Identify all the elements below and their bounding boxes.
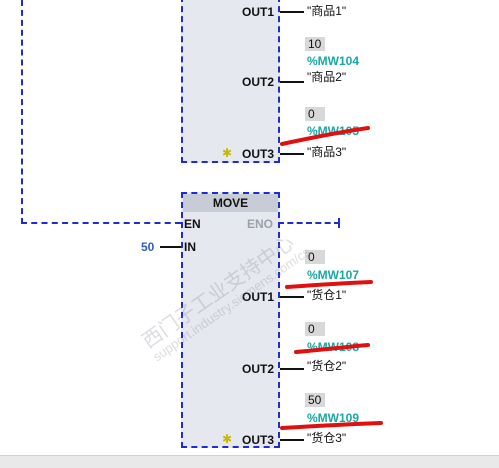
block1-out2-address[interactable]: %MW104 (307, 54, 360, 68)
left-rail-wire (21, 0, 23, 224)
block1-out2-stub (280, 81, 304, 83)
star-icon[interactable]: ✱ (222, 432, 233, 446)
block1-out3-pin: OUT3 (242, 147, 275, 161)
eno-output-wire (278, 222, 340, 224)
block2-out2-pin: OUT2 (242, 362, 275, 376)
block2-out3-address[interactable]: %MW109 (307, 411, 360, 425)
block2-eno-pin: ENO (247, 217, 274, 231)
block2-out1-pin: OUT1 (242, 290, 275, 304)
block1-out3-stub (280, 153, 304, 155)
block1-out1-stub (280, 11, 304, 13)
block2-out3-tag[interactable]: "货仓3" (307, 431, 347, 445)
block1-out1-pin: OUT1 (242, 5, 275, 19)
red-underline-mark (280, 126, 370, 146)
block2-out2-tag[interactable]: "货仓2" (307, 359, 347, 373)
block1-out2-pin: OUT2 (242, 75, 275, 89)
move-block-lower[interactable]: MOVE (181, 192, 280, 448)
en-input-wire (21, 222, 181, 224)
block2-out3-value: 50 (305, 393, 325, 407)
wire-end-marker (338, 218, 340, 228)
block2-in-pin: IN (184, 240, 196, 254)
move-block-title: MOVE (183, 194, 278, 212)
block1-out3-tag[interactable]: "商品3" (307, 145, 347, 159)
block2-out1-tag[interactable]: "货仓1" (307, 288, 347, 302)
block1-out1-tag[interactable]: "商品1" (307, 4, 347, 18)
block2-out3-pin: OUT3 (242, 433, 275, 447)
star-icon[interactable]: ✱ (222, 146, 233, 160)
red-underline-mark (285, 280, 373, 289)
block2-out1-value: 0 (305, 250, 325, 264)
block2-en-pin: EN (184, 217, 201, 231)
block1-out3-value: 0 (305, 107, 325, 121)
red-underline-mark (294, 343, 370, 354)
block2-out1-address[interactable]: %MW107 (307, 268, 360, 282)
horizontal-scrollbar[interactable] (0, 455, 499, 468)
block2-out3-stub (280, 439, 304, 441)
block1-out2-tag[interactable]: "商品2" (307, 70, 347, 84)
block2-in-value[interactable]: 50 (141, 240, 155, 254)
block2-out2-value: 0 (305, 322, 325, 336)
block2-in-stub (160, 246, 181, 248)
move-block-upper[interactable] (181, 0, 280, 163)
block2-out1-stub (280, 296, 304, 298)
red-underline-mark (280, 421, 383, 430)
block1-out2-value: 10 (305, 37, 325, 51)
block2-out2-stub (280, 368, 304, 370)
